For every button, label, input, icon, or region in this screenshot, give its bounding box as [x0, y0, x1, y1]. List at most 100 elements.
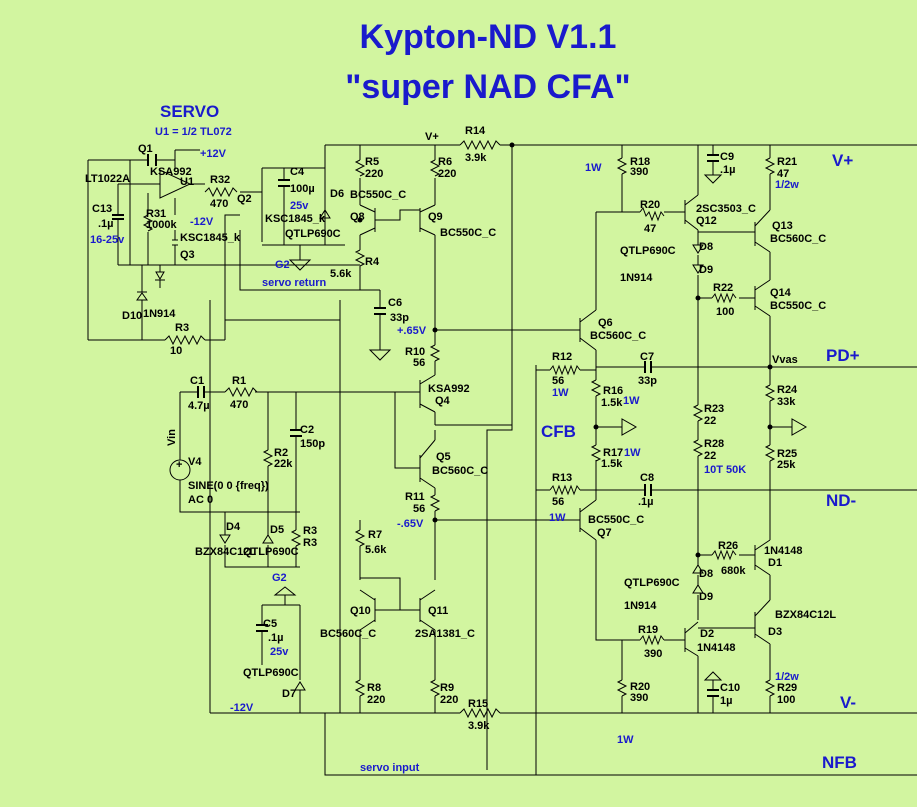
r31-symbol	[142, 214, 154, 232]
c7-val: .1µ	[638, 496, 654, 508]
r7-symbol	[354, 520, 366, 580]
r16-watt: 1W	[552, 387, 569, 399]
v4-line1: SINE(0 0 {freq})	[188, 480, 269, 492]
d1-ref: D4	[226, 521, 241, 533]
r21-ref: R19	[638, 624, 658, 636]
r19-ref: R20	[630, 681, 650, 693]
c12-ref: Q2	[237, 193, 252, 205]
q3-val: BC560C_C	[590, 330, 646, 342]
d5-val: QTLP690C	[620, 245, 676, 257]
q9-ref: Q12	[696, 215, 717, 227]
r32-val: 470	[210, 198, 228, 210]
v4-ref: V4	[188, 456, 202, 468]
q8-ref: Q11	[428, 605, 448, 617]
cfb-label: CFB	[541, 422, 576, 441]
r4-val: 5.6k	[330, 268, 352, 280]
d6-val: 1N914	[620, 272, 653, 284]
d1-symbol	[219, 534, 231, 544]
r29-symbol	[764, 679, 776, 713]
d9-ref: D10	[122, 310, 142, 322]
q6-ref: Q9	[428, 211, 443, 223]
ground-c5	[368, 349, 392, 361]
r15-val: 3.9k	[468, 720, 490, 732]
r8-val: 220	[367, 694, 385, 706]
c4-ref: C5	[263, 618, 277, 630]
r18-val: 390	[630, 166, 648, 178]
r12-ref: R16	[603, 385, 623, 397]
d5-symbol	[692, 244, 704, 254]
c5-val: 33p	[390, 312, 409, 324]
q3-q4-symbol	[579, 212, 640, 641]
d9-val: 1N914	[143, 308, 176, 320]
r15-symbol	[459, 707, 501, 719]
servo-return-wire	[224, 214, 380, 340]
g2-bottom-label: G2	[272, 572, 287, 584]
d4-val: QTLP690C	[243, 667, 299, 679]
d8-ref: D9	[699, 591, 713, 603]
c13-ref: Q3	[180, 249, 195, 261]
c6-c7-wires	[596, 366, 917, 491]
q10-symbol	[698, 195, 771, 280]
r10-symbol	[429, 344, 441, 375]
r17-val: 56	[552, 496, 564, 508]
q4-ref: Q7	[597, 527, 612, 539]
r2-c2-wires	[262, 392, 297, 520]
top-rail	[325, 144, 917, 150]
c2-val: 150p	[300, 438, 325, 450]
d2-symbol	[262, 534, 274, 544]
c3-val: 100µ	[290, 183, 315, 195]
r11-val: 56	[413, 503, 425, 515]
minus12-label: -12V	[190, 216, 214, 228]
c4-wire	[261, 595, 300, 665]
r22-ref: R21	[777, 156, 797, 168]
r14-feedback-wire	[486, 145, 513, 770]
r5-ref: R5	[365, 156, 379, 168]
servo-wires	[117, 149, 360, 266]
d9-symbol	[136, 292, 148, 301]
q14-val: BZX84C12L	[775, 609, 836, 621]
d4-ref: D7	[282, 688, 296, 700]
r10-val: 56	[413, 357, 425, 369]
q3-ref: Q6	[598, 317, 613, 329]
c4-val: .1µ	[268, 632, 284, 644]
q56-supply-wires	[359, 145, 436, 205]
r24-ref: R23	[704, 403, 724, 415]
r26-val: 33k	[777, 396, 796, 408]
nfb-label: NFB	[822, 753, 857, 772]
r20-symbol	[639, 206, 685, 222]
r26-ref: R24	[777, 384, 798, 396]
c1-val: 4.7µ	[188, 400, 210, 412]
d3-symbol	[319, 209, 331, 219]
r26-r27-symbols	[764, 367, 776, 540]
svg-text:+: +	[176, 459, 182, 471]
q11-ref: Q14	[770, 287, 792, 299]
r25-ref: R28	[704, 438, 724, 450]
c12-val: KSC1845_k	[265, 213, 326, 225]
r29-val: 100	[777, 694, 795, 706]
q8-val: 2SA1381_C	[415, 628, 475, 640]
title-line1: Kypton-ND V1.1	[360, 18, 617, 56]
r22-symbol	[764, 145, 776, 195]
servo-input-label: servo input	[360, 762, 420, 774]
q1-ref: Q4	[435, 395, 451, 407]
q5-val: BC550C_C	[350, 189, 406, 201]
q1-val: KSA992	[428, 383, 470, 395]
r23-symbol	[698, 292, 755, 304]
c4-volt: 25v	[270, 646, 289, 658]
d5-ref: D8	[699, 241, 713, 253]
r27-val: 25k	[777, 459, 796, 471]
r29-ref: R29	[777, 682, 797, 694]
r24-val: 22	[704, 415, 716, 427]
r20-ref: R20	[640, 199, 660, 211]
r20-val: 47	[644, 223, 656, 235]
q13-val: 1N4148	[697, 642, 736, 654]
ground-bottom	[273, 586, 297, 596]
minus12v-bottom-label: -12V	[230, 702, 254, 714]
r28-ref: R26	[718, 540, 738, 552]
d1-val: BZX84C12L	[195, 546, 256, 558]
q2-val: BC560C_C	[432, 465, 488, 477]
q6-val: BC550C_C	[440, 227, 496, 239]
q11-symbol	[754, 279, 771, 367]
nd-minus-label: ND-	[826, 491, 856, 510]
